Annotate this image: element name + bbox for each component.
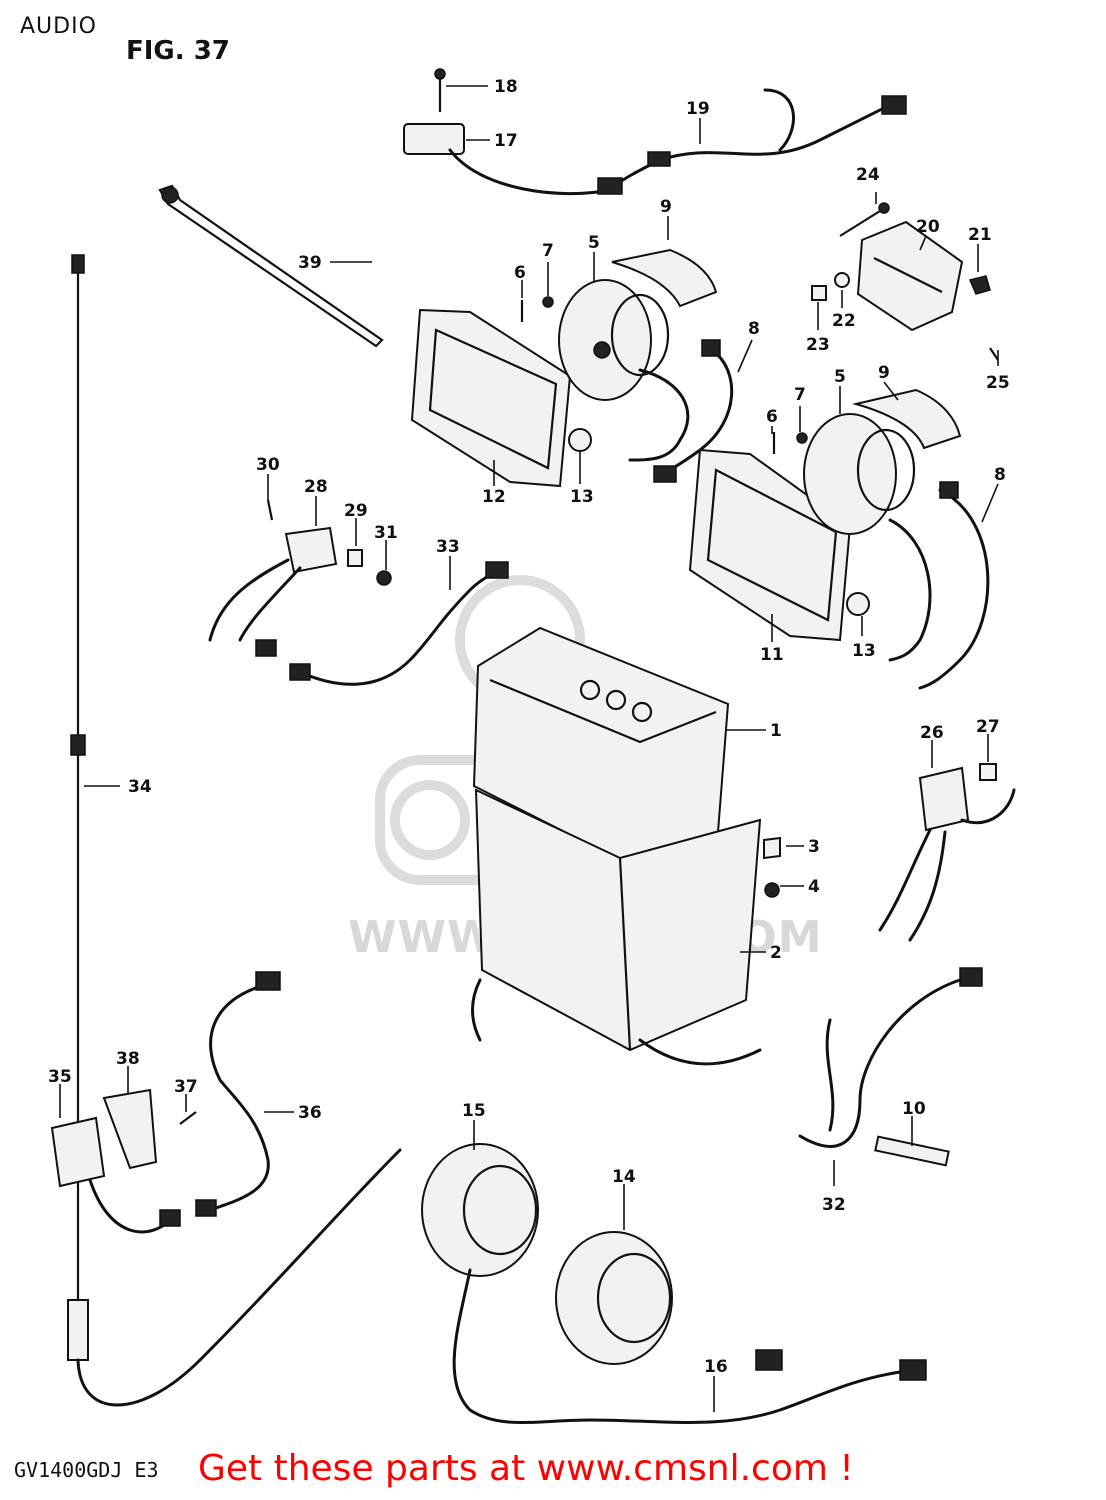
callout-8a: 8 [748, 319, 760, 339]
harness-32 [798, 978, 962, 1148]
antenna-rod [67, 254, 402, 1407]
callout-12: 12 [482, 487, 506, 507]
rear-speaker-14 [555, 1231, 673, 1365]
audio-case [471, 788, 762, 1066]
callout-9b: 9 [878, 363, 890, 383]
callout-5b: 5 [834, 367, 846, 387]
callout-34: 34 [128, 777, 152, 797]
callout-3: 3 [808, 837, 820, 857]
callout-9a: 9 [660, 197, 672, 217]
speaker-right [772, 388, 990, 690]
parts-link[interactable]: Get these parts at www.cmsnl.com ! [198, 1448, 854, 1489]
grommet-13-right [846, 592, 870, 616]
callout-6a: 6 [514, 263, 526, 283]
callout-32: 32 [822, 1195, 846, 1215]
control-unit-28 [208, 499, 392, 657]
callout-35: 35 [48, 1067, 72, 1087]
bracket-10 [874, 1135, 950, 1167]
callout-36: 36 [298, 1103, 322, 1123]
callout-39: 39 [298, 253, 322, 273]
callout-38: 38 [116, 1049, 140, 1069]
callout-10: 10 [902, 1099, 926, 1119]
callout-13b: 13 [852, 641, 876, 661]
callout-23: 23 [806, 335, 830, 355]
switch-assembly [403, 68, 907, 196]
amplifier-20 [811, 202, 999, 361]
speaker-left [558, 248, 718, 462]
antenna-amp-35 [50, 1088, 197, 1234]
screw-3 [763, 836, 781, 860]
callout-24: 24 [856, 165, 880, 185]
model-code: GV1400GDJ E3 [14, 1458, 159, 1482]
callout-33: 33 [436, 537, 460, 557]
callout-31: 31 [374, 523, 398, 543]
harness-16 [452, 1268, 902, 1424]
antenna-bracket [158, 184, 384, 348]
callout-7b: 7 [794, 385, 806, 405]
callout-27: 27 [976, 717, 1000, 737]
callout-20: 20 [916, 217, 940, 237]
callout-22: 22 [832, 311, 856, 331]
callout-labels: 18 17 19 39 9 7 6 5 8 24 20 21 22 23 25 … [48, 77, 1010, 1412]
washer-4 [764, 882, 780, 898]
figure-number: FIG. 37 [126, 36, 230, 66]
callout-17: 17 [494, 131, 518, 151]
callout-14: 14 [612, 1167, 636, 1187]
callout-2: 2 [770, 943, 782, 963]
callout-6b: 6 [766, 407, 778, 427]
callout-37: 37 [174, 1077, 198, 1097]
callout-13a: 13 [570, 487, 594, 507]
callout-7a: 7 [542, 241, 554, 261]
callout-8b: 8 [994, 465, 1006, 485]
callout-18: 18 [494, 77, 518, 97]
callout-25: 25 [986, 373, 1010, 393]
callout-4: 4 [808, 877, 820, 897]
harness-36 [208, 982, 270, 1212]
grommet-13-left [568, 428, 592, 452]
callout-30: 30 [256, 455, 280, 475]
callout-11: 11 [760, 645, 784, 665]
callout-16: 16 [704, 1357, 728, 1377]
callout-1: 1 [770, 721, 782, 741]
callout-19: 19 [686, 99, 710, 119]
callout-28: 28 [304, 477, 328, 497]
section-title: AUDIO [20, 14, 97, 39]
callout-29: 29 [344, 501, 368, 521]
callout-26: 26 [920, 723, 944, 743]
harness-33 [298, 568, 502, 686]
callout-21: 21 [968, 225, 992, 245]
callout-15: 15 [462, 1101, 486, 1121]
speaker-housing-left [410, 308, 572, 488]
callout-5a: 5 [588, 233, 600, 253]
noise-filter-26 [878, 763, 1016, 942]
audio-head-unit [472, 626, 730, 868]
rear-speaker-15 [421, 1143, 539, 1277]
